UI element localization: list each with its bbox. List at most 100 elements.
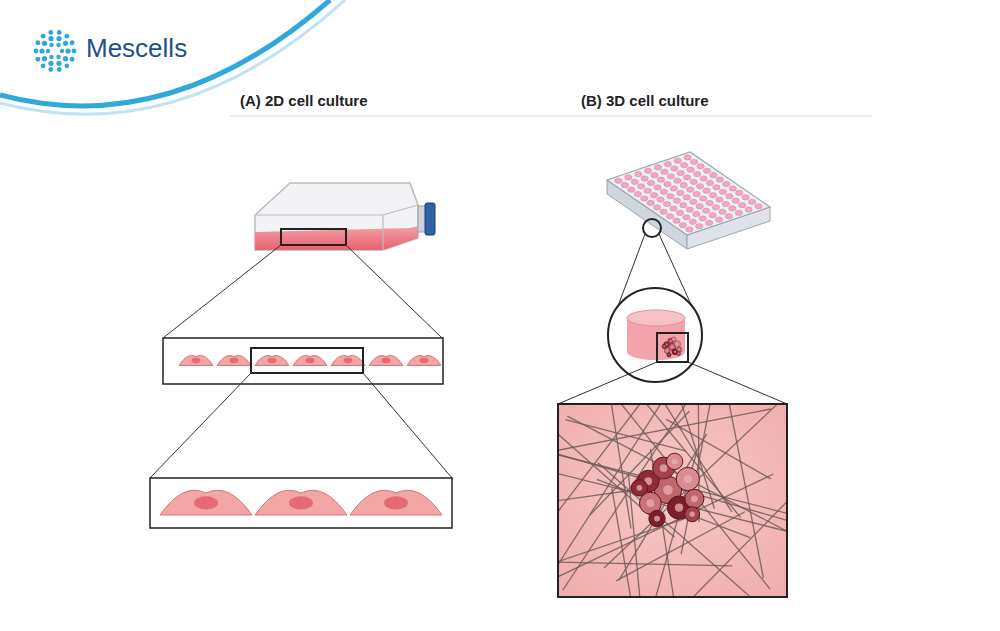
cell-nucleus — [670, 340, 672, 342]
well — [683, 215, 690, 220]
cell-nucleus — [672, 458, 678, 464]
well — [749, 199, 756, 204]
well — [628, 187, 635, 192]
well — [654, 165, 661, 170]
well — [700, 176, 707, 181]
logo-dot — [65, 48, 70, 53]
cell-nucleus — [678, 353, 679, 354]
matrix-fiber — [723, 404, 763, 578]
logo-dot — [35, 40, 40, 45]
well — [644, 188, 651, 193]
cell-nucleus — [666, 350, 668, 352]
panel-heading: (A) 2D cell culture — [240, 92, 368, 109]
logo-dot — [35, 57, 40, 62]
cell-nucleus — [384, 496, 408, 509]
logo-dot — [49, 43, 53, 47]
well — [715, 217, 722, 222]
cell-nucleus — [684, 475, 692, 483]
culture-flask — [255, 183, 435, 250]
zoom-circle — [608, 288, 702, 382]
spheroid-cell — [666, 453, 682, 469]
well — [647, 180, 654, 185]
flat-cell — [293, 355, 327, 365]
well — [638, 184, 645, 189]
zoom-box — [251, 348, 363, 373]
logo-dot — [48, 61, 53, 66]
logo-dot — [46, 49, 50, 53]
well — [681, 163, 688, 168]
matrix-fiber — [616, 512, 745, 581]
header-rule — [230, 116, 872, 117]
well — [683, 195, 690, 200]
well — [635, 172, 642, 177]
logo-dot — [42, 56, 47, 61]
spheroid-cell — [677, 347, 682, 352]
cell-nucleus — [420, 358, 429, 363]
logo-dot — [56, 36, 61, 41]
logo-dot — [64, 63, 69, 68]
logo-dot — [57, 67, 62, 72]
well — [719, 189, 726, 194]
well — [621, 183, 628, 188]
cell-nucleus — [668, 354, 670, 356]
flat-cell — [255, 490, 347, 515]
spheroid-cell — [676, 467, 699, 490]
matrix-fiber — [598, 463, 787, 597]
well — [615, 178, 622, 183]
well — [684, 175, 691, 180]
spheroid-cell — [672, 337, 676, 341]
well — [657, 197, 664, 202]
flat-cell — [350, 490, 442, 515]
zoom-box — [558, 404, 787, 597]
flat-cell — [331, 355, 365, 365]
logo-dot — [72, 49, 77, 54]
well — [690, 159, 697, 164]
logo-dot — [56, 55, 60, 59]
cell-nucleus — [660, 464, 668, 472]
cell-nucleus — [230, 358, 239, 363]
well — [634, 191, 641, 196]
flat-cell — [407, 355, 441, 365]
well — [700, 196, 707, 201]
logo-text: Mescells — [86, 33, 187, 64]
matrix-fiber — [567, 416, 787, 536]
matrix-fiber — [558, 450, 787, 533]
well — [693, 191, 700, 196]
logo-icon — [34, 30, 77, 72]
well — [670, 206, 677, 211]
cell-nucleus — [671, 346, 674, 349]
well-plate — [607, 152, 770, 249]
well — [726, 194, 733, 199]
well — [699, 216, 706, 221]
well — [696, 184, 703, 189]
spheroid-cell — [662, 344, 666, 348]
logo-dot — [63, 56, 68, 61]
matrix-fiber — [558, 404, 678, 549]
cell-nucleus — [673, 338, 675, 340]
spheroid-cell — [649, 510, 665, 526]
logo-dot — [41, 63, 46, 68]
well — [673, 198, 680, 203]
logo-dot — [39, 48, 44, 53]
well — [706, 180, 713, 185]
well — [732, 198, 739, 203]
cell-nucleus — [676, 343, 678, 345]
well — [719, 209, 726, 214]
well — [661, 169, 668, 174]
cell-nucleus — [654, 516, 660, 522]
well — [736, 190, 743, 195]
logo-dot — [34, 49, 39, 54]
well — [677, 190, 684, 195]
well — [651, 193, 658, 198]
matrix-fiber — [558, 422, 675, 537]
flat-cell — [179, 355, 213, 365]
well — [716, 177, 723, 182]
spheroid-cell — [674, 341, 680, 347]
well — [710, 173, 717, 178]
well — [667, 194, 674, 199]
logo-dot — [48, 36, 53, 41]
cell-nucleus — [344, 358, 353, 363]
spheroid-cell — [685, 489, 704, 508]
cell-nucleus — [289, 496, 313, 509]
